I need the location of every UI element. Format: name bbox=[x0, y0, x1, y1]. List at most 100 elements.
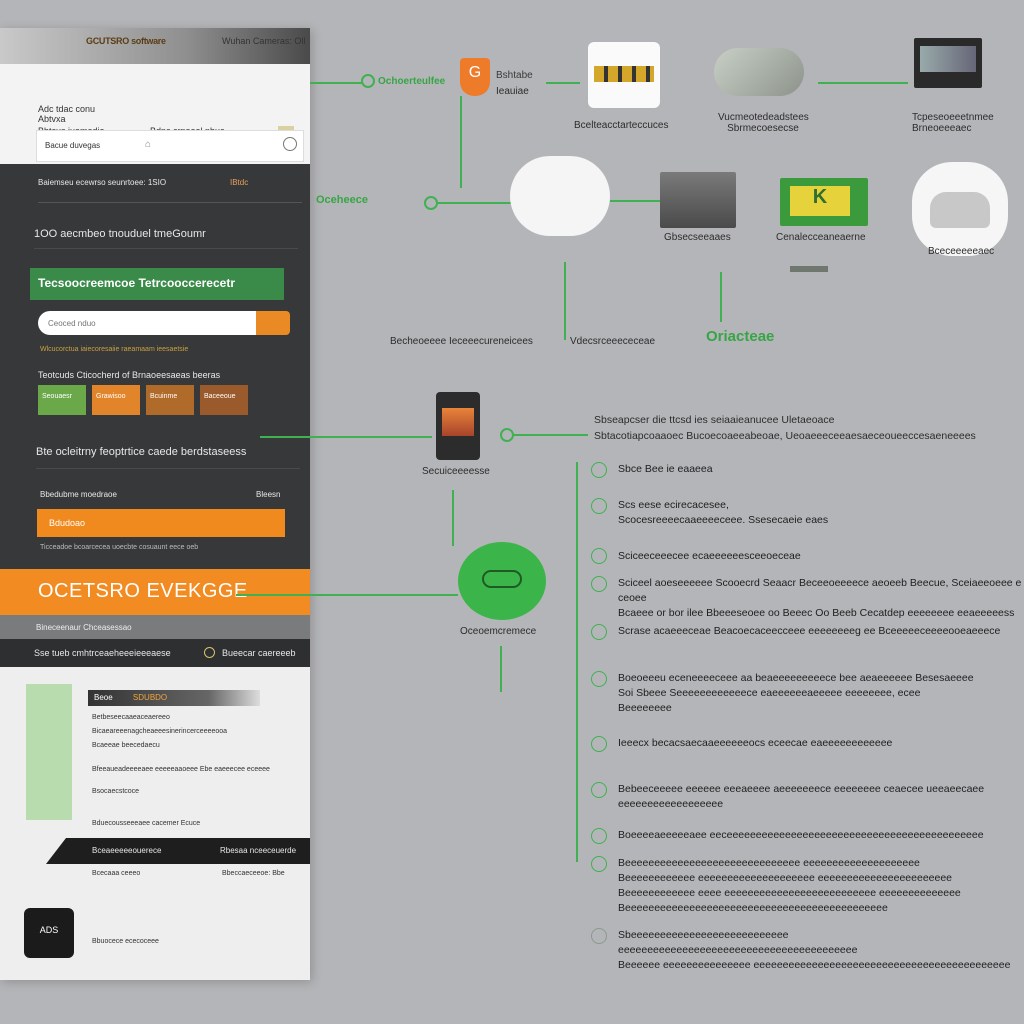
step-bullet-icon bbox=[591, 928, 607, 944]
device-thumbnail[interactable] bbox=[510, 156, 610, 236]
connector bbox=[260, 436, 432, 438]
under-strip: Bineceenaur Chceasessao bbox=[0, 615, 310, 639]
connector bbox=[310, 82, 362, 84]
mid-left-label: Oceheece bbox=[316, 194, 368, 206]
chip-4[interactable]: Baceeoue bbox=[200, 385, 248, 415]
step-6: Boeoeeeu eceneeeeceee aa beaeeeeeeeeece … bbox=[618, 672, 974, 714]
content-header-badge: SDUBDO bbox=[132, 693, 168, 702]
content-line-1: Betbeseecaaeaceaereeo bbox=[92, 714, 170, 721]
brand-logo-icon: K bbox=[790, 186, 850, 216]
section-title: Bte ocleitrny feoptrtice caede berdstase… bbox=[36, 446, 247, 458]
header-text-2: Abtvxa bbox=[38, 114, 66, 124]
app-logo[interactable]: ADS bbox=[24, 908, 74, 958]
bottom-line-1: Bcecaaa ceeeo bbox=[92, 870, 141, 877]
chips-title: Teotcuds Cticocherd of Brnaoeesaeas beer… bbox=[38, 370, 221, 380]
workshop-thumbnail[interactable] bbox=[660, 172, 736, 228]
green-word: Oriacteae bbox=[706, 328, 775, 345]
content-line-5: Bsocaecstcoce bbox=[92, 788, 140, 795]
thumb-label-3: Tcpeseoeeetnmee Brneoeeeaec bbox=[912, 112, 994, 134]
orange-note: Ticceadoe bcoarcecea uoecbte cosuaunt ee… bbox=[40, 544, 199, 551]
top-label-2: Bshtabe bbox=[496, 70, 533, 81]
car-thumbnail[interactable] bbox=[912, 162, 1008, 256]
brand-circle-icon[interactable] bbox=[458, 542, 546, 620]
connector bbox=[514, 434, 588, 436]
topbar-right-text: Wuhan Cameras: Oll bbox=[222, 36, 306, 46]
thumb-label-1: Bcelteacctarteccuces bbox=[574, 120, 669, 131]
step-bullet-icon bbox=[591, 548, 607, 564]
black-bar: Bceaeeeeeouerece Rbesaa nceeceuerde bbox=[46, 838, 310, 864]
connector bbox=[500, 646, 502, 692]
top-label-3: Ieauiae bbox=[496, 86, 529, 97]
search-button[interactable] bbox=[256, 311, 290, 335]
chip-2[interactable]: Grawisoo bbox=[92, 385, 140, 415]
thumb-label-2: Vucmeotedeadstees Sbrmecoesecse bbox=[718, 112, 809, 134]
content-header: Beoe SDUBDO bbox=[88, 690, 260, 706]
chip-3[interactable]: Bcuinme bbox=[146, 385, 194, 415]
divider bbox=[38, 202, 302, 203]
dark-header: Baiemseu ecewrso seunrtoee: 1SIO bbox=[38, 178, 167, 187]
under-strip-text: Bineceenaur Chceasessao bbox=[36, 623, 132, 632]
info-bar-right: Bueecar caereeeb bbox=[222, 648, 296, 658]
car-icon bbox=[930, 192, 990, 228]
content-line-4: Bfeeaueadeeeeaee eeeeeaaoeee Ebe eaeeece… bbox=[92, 766, 270, 773]
connector bbox=[438, 202, 518, 204]
step-bullet-icon bbox=[591, 736, 607, 752]
step-5: Scrase acaeeeceae Beacoecaceecceee eeeee… bbox=[618, 625, 1001, 637]
green-banner[interactable]: Tecsoocreemcoe Tetrcooccerecetr bbox=[30, 268, 284, 300]
mid-label-3: Bceceeeeeaec bbox=[928, 246, 995, 257]
header-mini-badge bbox=[278, 126, 294, 133]
side-nav-column[interactable] bbox=[26, 684, 72, 820]
top-search-placeholder: Bacue duvegas bbox=[45, 141, 101, 150]
search-note: Wlcucorctua iaiecoresaiie raeamaam ieesa… bbox=[40, 346, 189, 353]
step-9: Boeeeeaeeeeeaee eeceeeeeeeeeeeeeeeeeeeee… bbox=[618, 829, 984, 841]
step-bullet-icon bbox=[591, 671, 607, 687]
orange-action-bar[interactable]: Bdudoao bbox=[37, 509, 285, 537]
step-3: Sciceeceeecee ecaeeeeeesceeoeceae bbox=[618, 550, 801, 562]
info-bar: Sse tueb cmhtrceaeheeeieeeaese Bueecar c… bbox=[0, 639, 310, 667]
step-7: Ieeecx becacsaecaaeeeeeeocs eceecae eaee… bbox=[618, 737, 893, 749]
chip-1[interactable]: Seouaesr bbox=[38, 385, 86, 415]
refresh-icon[interactable] bbox=[283, 137, 297, 151]
mid-label-1: Gbsecseeaaes bbox=[664, 232, 731, 243]
node-ring-icon bbox=[424, 196, 438, 210]
step-bullet-icon bbox=[591, 782, 607, 798]
yellow-tool-icon bbox=[594, 66, 654, 82]
content-line-3: Bcaeeae beecedaecu bbox=[92, 742, 160, 749]
topbar-label: GCUTSRO software bbox=[86, 36, 166, 46]
step-bullet-icon bbox=[591, 462, 607, 478]
step-8: Bebeeceeeee eeeeee eeeaeeee aeeeeeeece e… bbox=[618, 783, 985, 810]
bottom-line-2: Bbeccaeceeoe: Bbe bbox=[222, 870, 285, 877]
panel-topbar: GCUTSRO software Wuhan Cameras: Oll bbox=[0, 28, 310, 64]
logo-thumbnail[interactable]: K bbox=[780, 178, 868, 226]
row-badge: Bleesn bbox=[256, 490, 281, 499]
mid-label-2: Cenalecceaneaerne bbox=[776, 232, 866, 243]
orange-strip[interactable]: OCETSRO EVEKGGE bbox=[0, 569, 310, 615]
top-search-box[interactable]: Bacue duvegas ⌂ bbox=[36, 130, 304, 162]
info-bar-left: Sse tueb cmhtrceaeheeeieeeaese bbox=[34, 648, 171, 658]
top-label-1: Ochoerteulfee bbox=[378, 76, 446, 87]
circle-label: Oceoemcremece bbox=[460, 626, 537, 637]
step-spine bbox=[576, 462, 578, 862]
content-line-2: Bicaeareeenagcheaeeesinerincerceeeeooa bbox=[92, 728, 228, 735]
screen-thumbnail[interactable] bbox=[914, 38, 982, 88]
step-bullet-icon bbox=[591, 624, 607, 640]
step-2: Scs eese ecirecacesee, Scocesreeeecaaeee… bbox=[618, 499, 829, 526]
intro-text: Sbseapcser die ttcsd ies seiaaieanucee U… bbox=[594, 414, 976, 442]
flow-label-1: Becheoeeee Ieceeecureneicees bbox=[390, 336, 533, 347]
step-1: Sbce Bee ie eaaeea bbox=[618, 463, 713, 475]
search-input[interactable] bbox=[38, 311, 260, 335]
bottom-line-3: Bbuocece ececoceee bbox=[92, 938, 159, 945]
dark-title: 1OO aecmbeo tnouduel tmeGoumr bbox=[34, 228, 206, 240]
step-bullet-icon bbox=[591, 856, 607, 872]
divider bbox=[34, 248, 298, 249]
step-bullet-icon bbox=[591, 576, 607, 592]
flow-label-2: Vdecsrceeececeae bbox=[570, 336, 656, 347]
content-header-title: Beoe bbox=[94, 693, 113, 702]
phone-label: Secuiceeeesse bbox=[422, 466, 490, 477]
tool-thumbnail[interactable] bbox=[588, 42, 660, 108]
step-10: Beeeeeeeeeeeeeeeeeeeeeeeeeeeeee eeeeeeee… bbox=[618, 857, 961, 914]
search-bar bbox=[38, 311, 290, 335]
phone-device-icon[interactable] bbox=[436, 392, 480, 460]
cable-thumbnail[interactable] bbox=[714, 48, 804, 96]
content-line-6: Bduecousseeeaee cacemer Ecuce bbox=[92, 820, 201, 827]
